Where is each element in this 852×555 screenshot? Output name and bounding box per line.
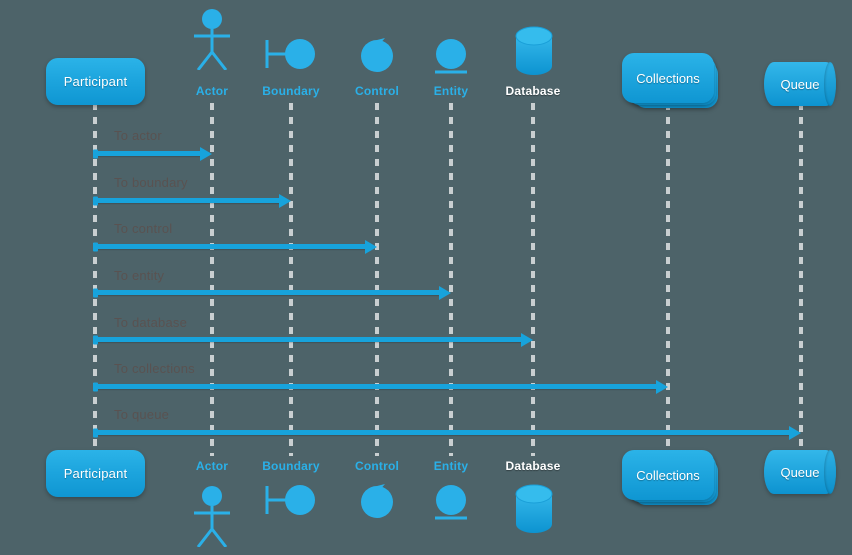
arrowhead-icon-2	[279, 193, 291, 208]
message-arrow-2[interactable]	[93, 193, 291, 208]
participant-label-collections-bottom: Collections	[636, 467, 700, 483]
lifeline-actor	[210, 103, 214, 456]
message-arrow-6[interactable]	[93, 379, 668, 394]
message-arrow-3[interactable]	[93, 239, 377, 254]
participant-label-entity-bottom: Entity	[433, 459, 469, 473]
participant-label-database-bottom: Database	[505, 459, 561, 473]
message-label-4: To entity	[114, 268, 165, 283]
database-icon-bottom[interactable]	[512, 483, 556, 540]
participant-box-participant-bottom[interactable]: Participant	[46, 450, 145, 497]
entity-icon-bottom[interactable]	[433, 484, 469, 529]
message-arrow-1[interactable]	[93, 146, 212, 161]
message-tail-3	[93, 242, 98, 251]
control-icon-top[interactable]	[358, 36, 396, 79]
message-tail-6	[93, 382, 98, 391]
message-label-2: To boundary	[114, 175, 188, 190]
participant-label-queue-top: Queue	[780, 76, 820, 92]
lifeline-queue	[799, 103, 803, 456]
collections-sheet-front: Collections	[622, 53, 714, 103]
message-tail-1	[93, 149, 98, 158]
participant-label-actor-bottom: Actor	[195, 459, 229, 473]
lifeline-collections	[666, 103, 670, 456]
message-tail-5	[93, 335, 98, 344]
collections-sheet-front-bottom: Collections	[622, 450, 714, 500]
actor-icon-bottom[interactable]	[188, 485, 236, 548]
arrowhead-icon-6	[656, 379, 668, 394]
participant-label-boundary-top: Boundary	[262, 84, 320, 98]
arrowhead-icon-7	[789, 425, 801, 440]
boundary-icon-top[interactable]	[264, 36, 318, 77]
database-icon-top[interactable]	[512, 25, 556, 82]
message-tail-4	[93, 288, 98, 297]
participant-box-queue-bottom[interactable]: Queue	[764, 450, 836, 494]
lifeline-entity	[449, 103, 453, 456]
arrowhead-icon-5	[521, 332, 533, 347]
message-label-6: To collections	[114, 361, 195, 376]
message-label-3: To control	[114, 221, 173, 236]
participant-label-control-top: Control	[354, 84, 400, 98]
participant-label-control-bottom: Control	[354, 459, 400, 473]
queue-cap-top	[824, 62, 836, 106]
lifeline-database	[531, 103, 535, 456]
message-arrow-5[interactable]	[93, 332, 533, 347]
participant-label-queue-bottom: Queue	[780, 464, 820, 480]
message-label-7: To queue	[114, 407, 170, 422]
participant-box-collections-bottom[interactable]: Collections	[622, 450, 718, 506]
participant-label-boundary-bottom: Boundary	[262, 459, 320, 473]
message-arrow-4[interactable]	[93, 285, 451, 300]
participant-label-database-top: Database	[505, 84, 561, 98]
message-tail-2	[93, 196, 98, 205]
message-label-1: To actor	[114, 128, 162, 143]
message-tail-7	[93, 428, 98, 437]
queue-cap-bottom	[824, 450, 836, 494]
lifeline-boundary	[289, 103, 293, 456]
arrowhead-icon-1	[200, 146, 212, 161]
participant-box-participant-top[interactable]: Participant	[46, 58, 145, 105]
lifeline-control	[375, 103, 379, 456]
entity-icon-top[interactable]	[433, 38, 469, 83]
participant-label-collections-top: Collections	[636, 70, 700, 86]
boundary-icon-bottom[interactable]	[264, 482, 318, 523]
arrowhead-icon-3	[365, 239, 377, 254]
message-arrow-7[interactable]	[93, 425, 801, 440]
actor-icon-top[interactable]	[188, 8, 236, 71]
participant-box-collections-top[interactable]: Collections	[622, 53, 718, 109]
participant-label-entity-top: Entity	[433, 84, 469, 98]
lifeline-participant	[93, 103, 97, 456]
participant-label-participant-top: Participant	[63, 74, 128, 89]
participant-label-actor-top: Actor	[195, 84, 229, 98]
control-icon-bottom[interactable]	[358, 482, 396, 525]
arrowhead-icon-4	[439, 285, 451, 300]
participant-label-participant-bottom: Participant	[63, 466, 128, 481]
message-label-5: To database	[114, 315, 188, 330]
participant-box-queue-top[interactable]: Queue	[764, 62, 836, 106]
